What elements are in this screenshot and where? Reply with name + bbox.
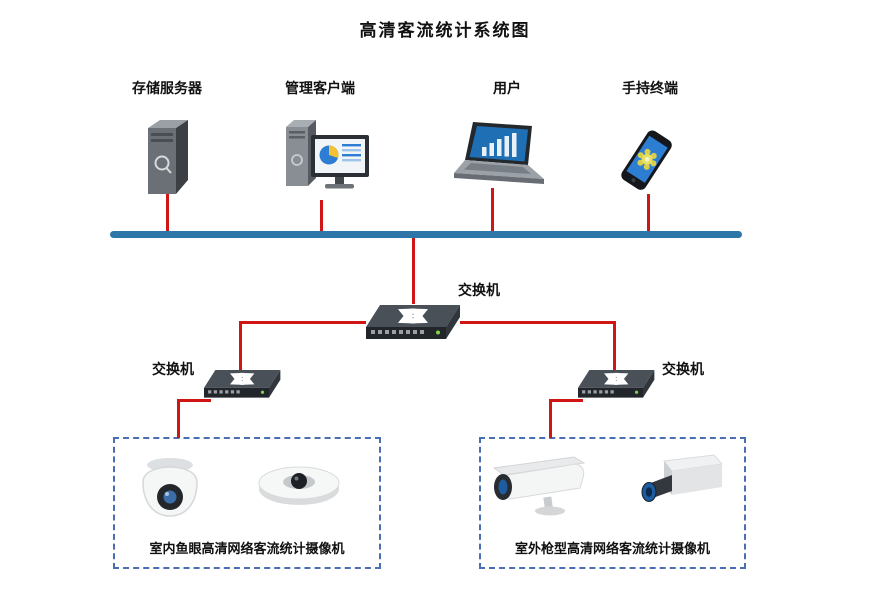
link-user-to-bus [491, 188, 494, 233]
box-camera-icon [641, 454, 723, 502]
link-storage-to-bus [166, 192, 169, 233]
label-left-switch: 交换机 [152, 361, 194, 377]
network-bus [110, 231, 742, 238]
network-switch-icon [204, 369, 281, 398]
dome-camera-icon [142, 458, 198, 517]
bullet-camera-icon [492, 456, 586, 516]
link-client-to-bus [320, 200, 323, 233]
link-core-to-right-switch-v [613, 321, 616, 370]
outdoor-camera-group-box: 室外枪型高清网络客流统计摄像机 [479, 437, 746, 569]
link-core-to-right-switch-h [460, 321, 616, 324]
indoor-camera-group-box: 室内鱼眼高清网络客流统计摄像机 [113, 437, 381, 569]
network-switch-icon [366, 305, 460, 339]
label-right-switch: 交换机 [662, 361, 704, 377]
link-right-switch-to-outdoor-h [549, 399, 583, 402]
network-switch-icon [578, 369, 655, 398]
label-user: 用户 [493, 80, 521, 96]
desktop-computer-icon [286, 120, 369, 189]
label-storage-server: 存储服务器 [132, 80, 202, 96]
link-bus-to-core-switch [412, 238, 415, 304]
link-right-switch-to-outdoor-v [549, 399, 552, 438]
diagram-title: 高清客流统计系统图 [359, 21, 531, 40]
fisheye-camera-icon [258, 466, 340, 505]
label-management-client: 管理客户端 [285, 80, 355, 96]
label-core-switch: 交换机 [458, 282, 500, 298]
link-left-switch-to-indoor-h [177, 399, 211, 402]
indoor-camera-caption: 室内鱼眼高清网络客流统计摄像机 [149, 541, 345, 556]
link-core-to-left-switch-v [239, 321, 242, 370]
link-core-to-left-switch-h [239, 321, 366, 324]
link-handheld-to-bus [647, 194, 650, 233]
link-left-switch-to-indoor-v [177, 399, 180, 438]
smartphone-icon [621, 130, 672, 190]
outdoor-camera-caption: 室外枪型高清网络客流统计摄像机 [514, 541, 710, 556]
laptop-icon [454, 122, 544, 184]
server-tower-icon [148, 120, 188, 194]
label-handheld-terminal: 手持终端 [622, 80, 678, 96]
